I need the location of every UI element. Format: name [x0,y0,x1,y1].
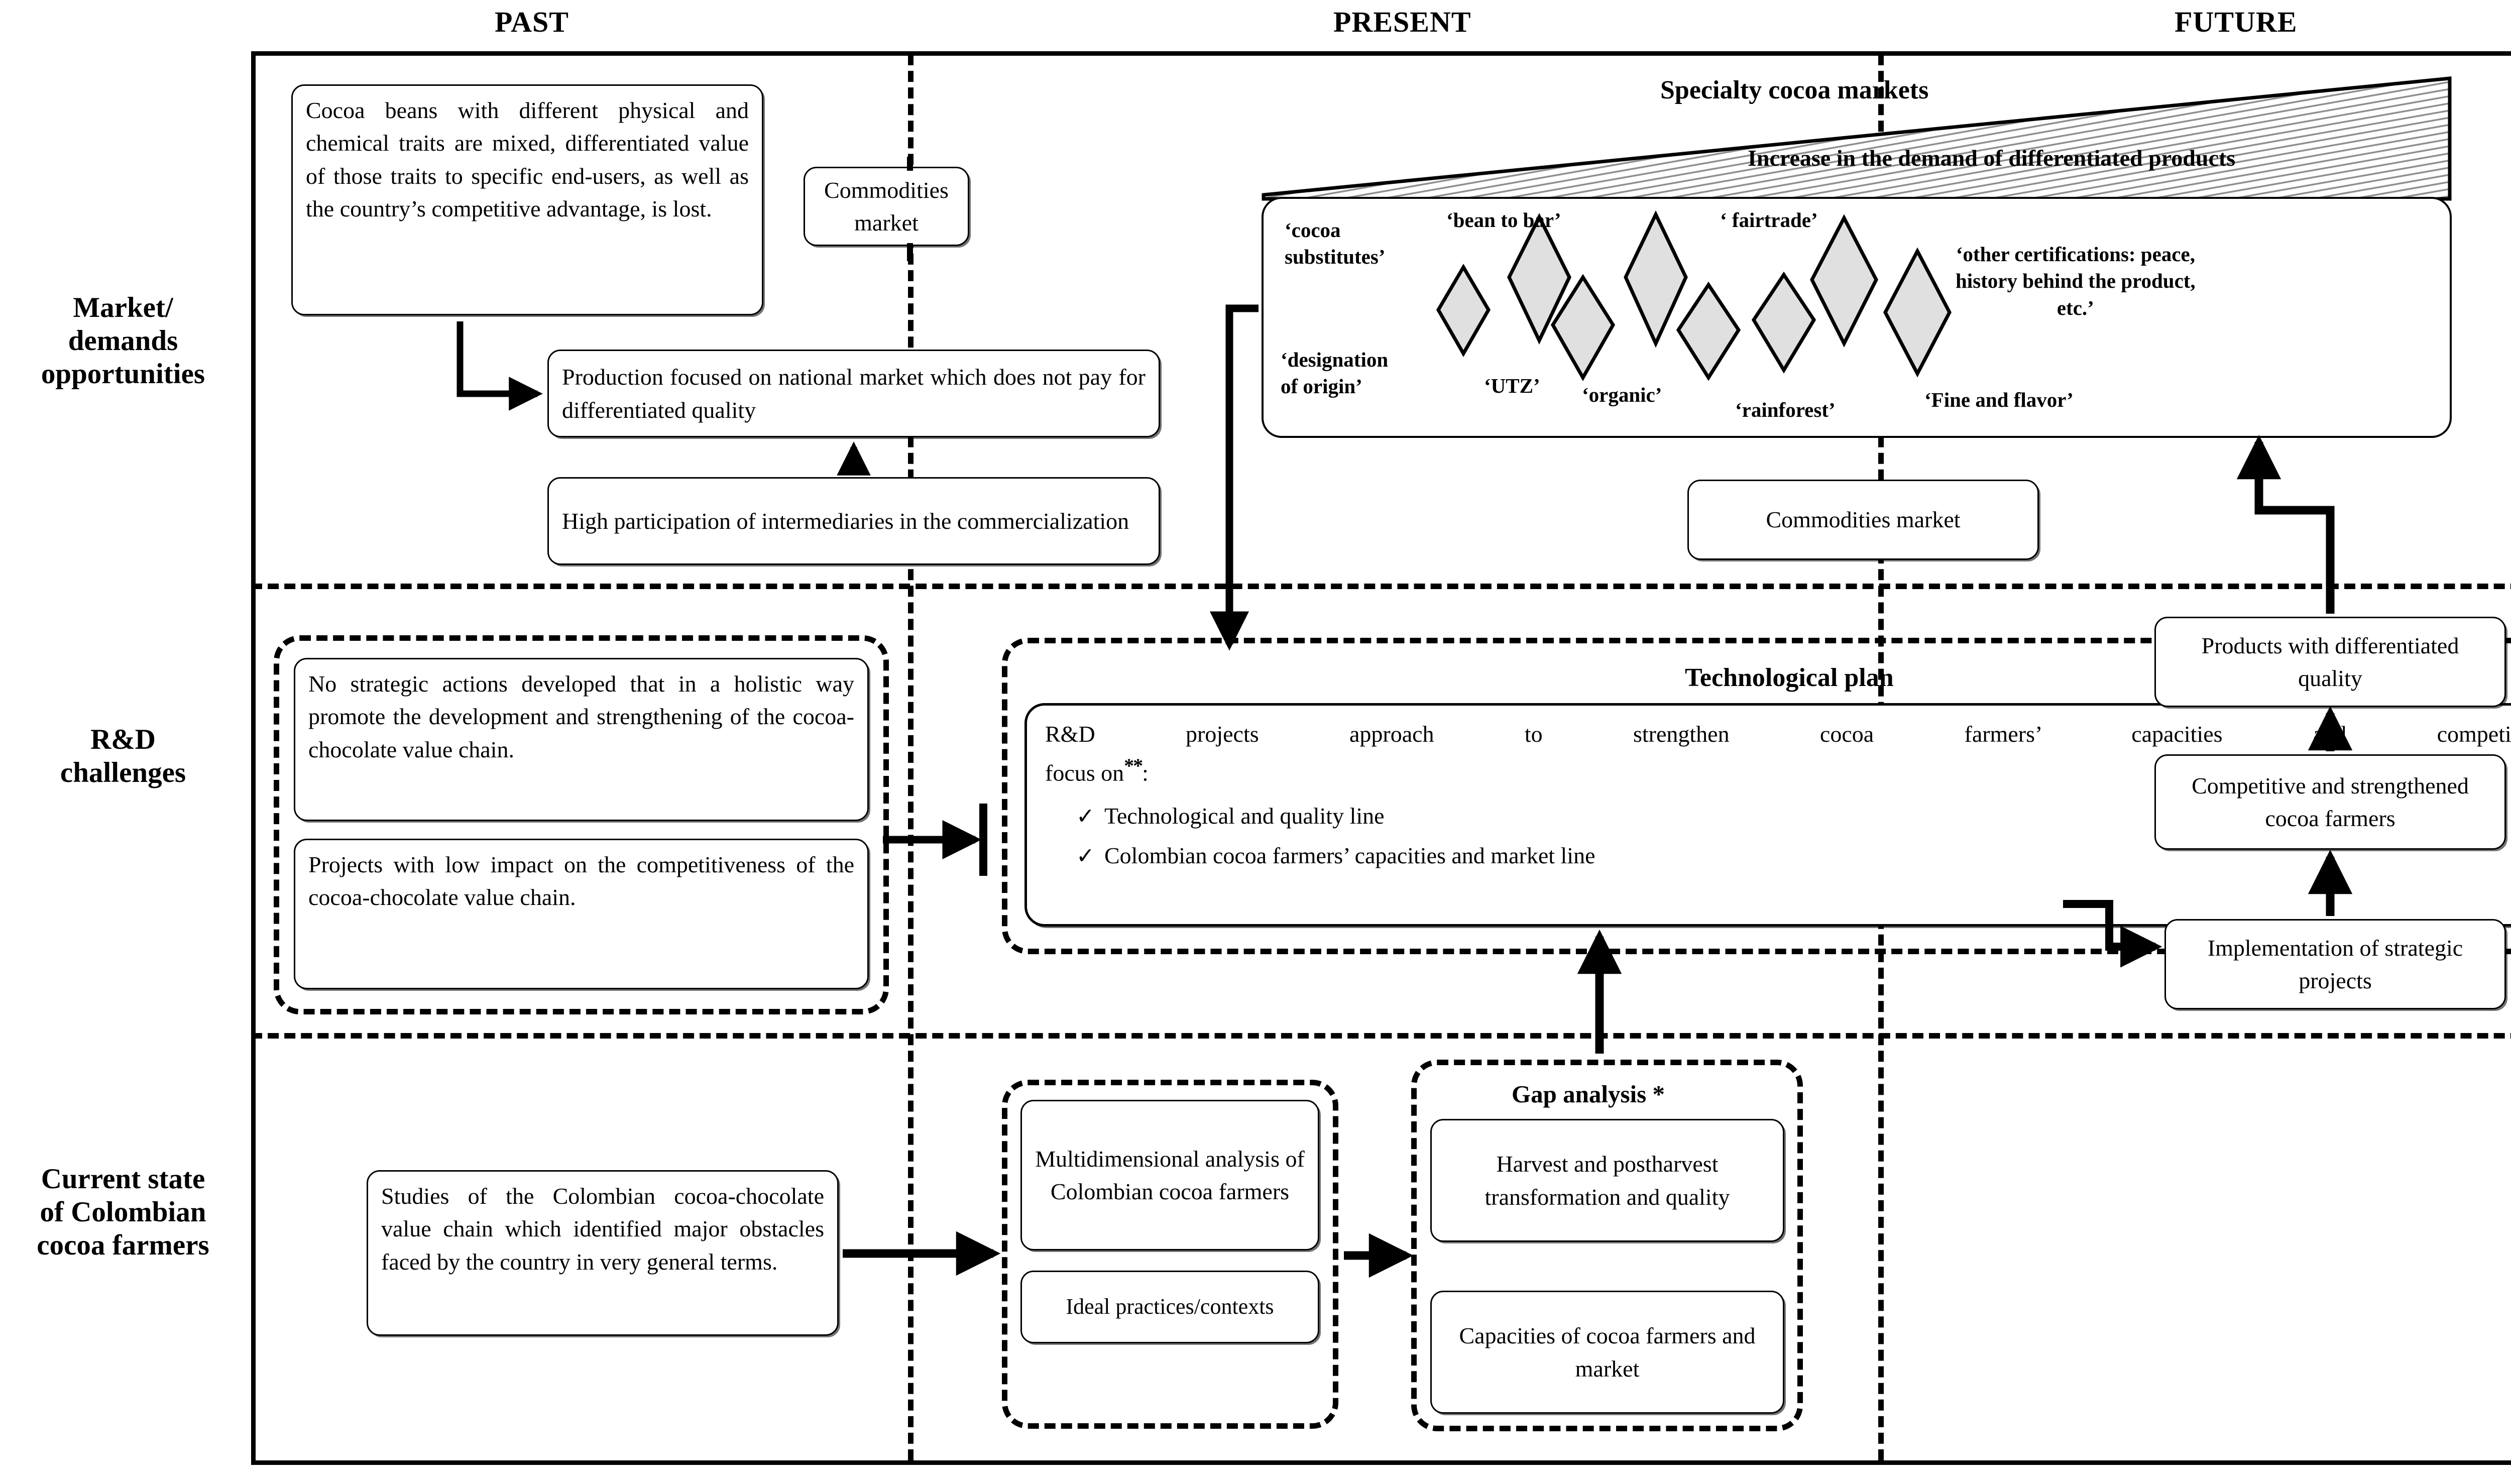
commodities-market-past-box: Commodities market [804,167,969,246]
row-label-current: Current state of Colombian cocoa farmers [37,1163,209,1262]
low-impact-projects-box: Projects with low impact on the competit… [294,839,869,989]
implementation-strategic-projects-box: Implementation of strategic projects [2164,919,2506,1009]
cocoa-beans-box: Cocoa beans with different physical and … [291,84,763,315]
cert-label-rainforest: ‘rainforest’ [1735,398,1836,421]
cert-label-other-certifications: ‘other certifications: peace, history be… [1956,243,2196,319]
divider-market-rnd [251,584,2511,589]
divider-rnd-current [251,1033,2511,1039]
plan-intro-line-b: focus on [1045,760,1124,786]
multidimensional-group [1002,1080,1338,1429]
plan-bullet-label: Colombian cocoa farmers’ capacities and … [1104,842,1595,868]
plan-intro-line-a: R&D projects approach to strengthen coco… [1045,721,2511,747]
plan-bullet-row: ✓ Technological and quality line [1076,803,2511,830]
harvest-postharvest-box: Harvest and postharvest transformation a… [1430,1119,1784,1242]
intermediaries-box: High participation of intermediaries in … [547,477,1160,565]
cert-label-fine-and-flavor: ‘Fine and flavor’ [1924,388,2074,411]
production-national-market-box: Production focused on national market wh… [547,350,1160,437]
technological-plan-title: Technological plan [1685,663,1894,692]
plan-bullet-label: Technological and quality line [1104,803,1385,829]
cert-label-bean-to-bar: ‘bean to bar’ [1446,208,1561,232]
gap-analysis-title: Gap analysis * [1512,1080,1665,1108]
studies-colombian-chain-box: Studies of the Colombian cocoa-chocolate… [367,1170,839,1336]
rnd-past-group [274,635,889,1014]
technological-plan-group [1002,638,2511,954]
plan-intro-colon: : [1142,760,1149,786]
column-header-future: FUTURE [2175,6,2298,38]
certification-diamonds [1436,210,1952,382]
demand-growth-triangle [1262,76,2452,202]
cert-label-fairtrade: ‘ fairtrade’ [1720,208,1818,232]
competitive-strengthened-farmers-box: Competitive and strengthened cocoa farme… [2154,754,2506,850]
multidimensional-analysis-box: Multidimensional analysis of Colombian c… [1020,1100,1319,1250]
technological-plan-box: R&D projects approach to strengthen coco… [1024,703,2511,927]
check-icon: ✓ [1076,804,1095,829]
cert-label-utz: ‘UTZ’ [1484,374,1540,397]
column-header-past: PAST [495,6,569,38]
plan-footnote-marker: ** [1124,754,1143,777]
products-differentiated-quality-box: Products with differentiated quality [2154,617,2506,707]
column-header-present: PRESENT [1333,6,1471,38]
row-label-rnd: R&D challenges [60,724,186,789]
specialty-markets-title: Specialty cocoa markets [1660,76,1929,104]
row-label-market: Market/ demands opportunities [41,292,205,390]
cert-label-cocoa-substitutes: ‘cocoa substitutes’ [1285,218,1386,269]
plan-bullet-row: ✓ Colombian cocoa farmers’ capacities and… [1076,843,2511,869]
cert-label-organic: ‘organic’ [1582,383,1662,406]
check-icon: ✓ [1076,843,1095,868]
commodities-market-present-box: Commodities market [1687,480,2039,560]
gap-analysis-group [1411,1060,1803,1431]
divider-past-present [908,54,914,1460]
no-strategic-actions-box: No strategic actions developed that in a… [294,658,869,821]
cert-label-designation-of-origin: ‘designation of origin’ [1281,348,1389,398]
ideal-practices-box: Ideal practices/contexts [1020,1271,1319,1343]
increase-demand-label: Increase in the demand of differentiated… [1748,145,2236,171]
capacities-farmers-market-box: Capacities of cocoa farmers and market [1430,1291,1784,1414]
